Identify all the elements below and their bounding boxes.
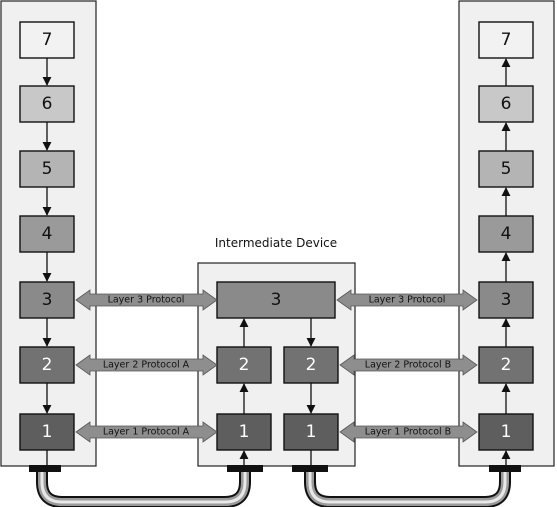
left-layer-7-label: 7	[42, 30, 53, 50]
layer3-protocol-left-label: Layer 3 Protocol	[108, 295, 185, 306]
layer2-protocol-a-label: Layer 2 Protocol A	[103, 360, 190, 371]
right-layer-7-label: 7	[501, 30, 512, 50]
layer1-protocol-b-label: Layer 1 Protocol B	[365, 427, 451, 438]
mid-layer-3-label: 3	[271, 290, 282, 310]
right-layer-2-box	[478, 346, 534, 384]
right-layer-1-box	[478, 413, 534, 451]
mid-left-layer-2-label: 2	[239, 355, 250, 375]
layer1-protocol-a-label: Layer 1 Protocol A	[103, 427, 190, 438]
layer2-protocol-b-label: Layer 2 Protocol B	[365, 360, 451, 371]
layer1-protocol-a-arrow	[75, 421, 218, 443]
layer1-protocol-b-arrow	[339, 421, 478, 443]
mid-right-layer-1-label: 1	[306, 422, 317, 442]
mid-right-layer-2-label: 2	[306, 355, 317, 375]
left-layer-4-label: 4	[42, 224, 53, 244]
left-layer-1-label: 1	[42, 422, 53, 442]
cable-right	[304, 472, 511, 507]
mid-right-layer-2-box	[283, 346, 339, 384]
layer3-protocol-left-arrow	[75, 289, 218, 311]
layer3-protocol-right-arrow	[336, 289, 478, 311]
left-stack: 7 6 5 4 3 2 1	[19, 21, 75, 466]
left-layer-4-box	[19, 215, 75, 253]
right-layer-4-box	[478, 215, 534, 253]
protocol-arrows: Layer 3 Protocol Layer 3 Protocol Layer …	[75, 289, 478, 443]
layer3-protocol-right-label: Layer 3 Protocol	[369, 295, 446, 306]
mid-left-layer-1-label: 1	[239, 422, 250, 442]
layer2-protocol-a-arrow	[75, 354, 218, 376]
right-layer-1-label: 1	[501, 422, 512, 442]
right-layer-6-label: 6	[501, 94, 512, 114]
left-connector	[29, 465, 61, 472]
right-stack: 7 6 5 4 3 2 1	[478, 21, 534, 466]
left-layer-7-box	[19, 21, 75, 59]
right-layer-3-label: 3	[501, 290, 512, 310]
right-layer-7-box	[478, 21, 534, 59]
right-connector	[489, 465, 521, 472]
right-layer-2-label: 2	[501, 355, 512, 375]
intermediate-device-title: Intermediate Device	[215, 236, 337, 250]
left-layer-5-box	[19, 150, 75, 188]
layer2-protocol-b-arrow	[339, 354, 478, 376]
cable-left	[36, 472, 251, 507]
right-layer-5-label: 5	[501, 159, 512, 179]
left-layer-3-box	[19, 281, 75, 319]
left-layer-5-label: 5	[42, 159, 53, 179]
mid-left-connector	[227, 465, 263, 472]
left-layer-6-label: 6	[42, 94, 53, 114]
intermediate-stack: 3 2 2 1 1	[216, 281, 339, 466]
left-layer-2-box	[19, 346, 75, 384]
right-layer-5-box	[478, 150, 534, 188]
left-layer-2-label: 2	[42, 355, 53, 375]
right-layer-4-label: 4	[501, 224, 512, 244]
right-layer-3-box	[478, 281, 534, 319]
left-layer-3-label: 3	[42, 290, 53, 310]
mid-right-connector	[292, 465, 328, 472]
mid-left-layer-2-box	[216, 346, 272, 384]
